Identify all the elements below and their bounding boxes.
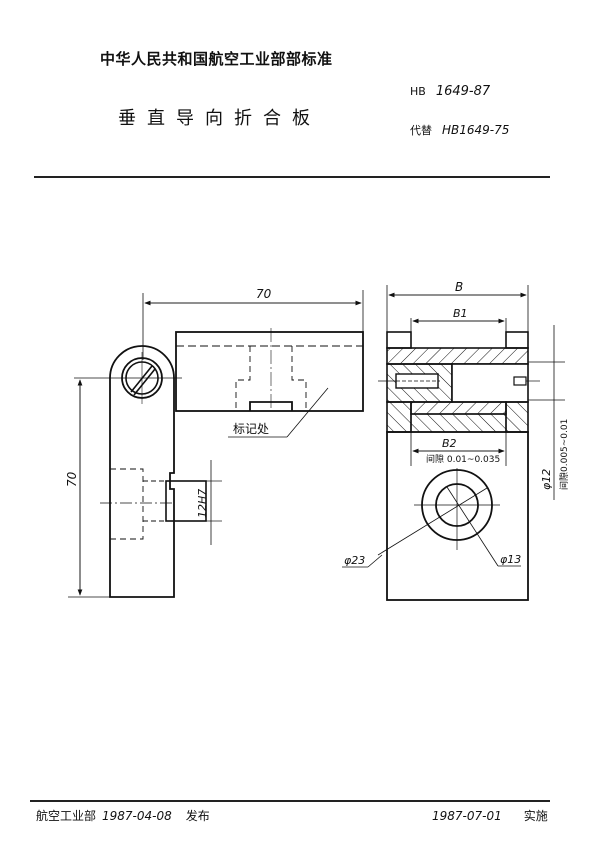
issuer: 航空工业部 (36, 809, 97, 823)
effective-label: 实施 (523, 809, 548, 823)
dim-height-70: 70 (65, 471, 79, 487)
issue-label: 发布 (185, 809, 210, 823)
left-view-labels: 70 70 12H7 标记处 (65, 287, 272, 518)
issue-date: 1987-04-08 (102, 809, 172, 823)
replaces-standard: 代替 HB1649-75 (410, 122, 509, 138)
effective-info: 1987-07-01 实施 (432, 807, 548, 824)
issuing-organization: 中华人民共和国航空工业部部标准 (100, 50, 333, 68)
dim-width-70: 70 (256, 287, 272, 301)
replaces-label: 代替 (410, 124, 432, 137)
mark-location-label: 标记处 (233, 422, 269, 436)
standard-code: HB 1649-87 (410, 84, 490, 99)
dim-phi23: φ23 (344, 554, 365, 567)
left-view (68, 290, 364, 598)
effective-date: 1987-07-01 (432, 809, 502, 823)
clearance-phi12: 间隙0.005~0.01 (558, 419, 570, 490)
footer-divider (30, 800, 550, 802)
right-view (342, 285, 565, 601)
dim-b: B (455, 280, 463, 294)
dim-b1: B1 (453, 307, 468, 320)
replaces-number: HB1649-75 (442, 123, 510, 137)
dim-b2: B2 (442, 437, 457, 450)
dim-phi13: φ13 (500, 553, 521, 566)
clearance-b2: 间隙 0.01~0.035 (426, 453, 500, 465)
document-title: 垂直导向折合板 (118, 108, 321, 129)
dim-phi12: φ12 (540, 469, 553, 490)
header-divider (34, 176, 550, 178)
right-view-labels: B B1 B2 间隙 0.01~0.035 φ12 间隙0.005~0.01 φ… (344, 280, 570, 567)
standard-number: 1649-87 (435, 84, 491, 99)
issue-info: 航空工业部 1987-04-08 发布 (36, 807, 210, 824)
dim-slot-12h7: 12H7 (196, 489, 209, 518)
standard-prefix: HB (410, 85, 426, 98)
